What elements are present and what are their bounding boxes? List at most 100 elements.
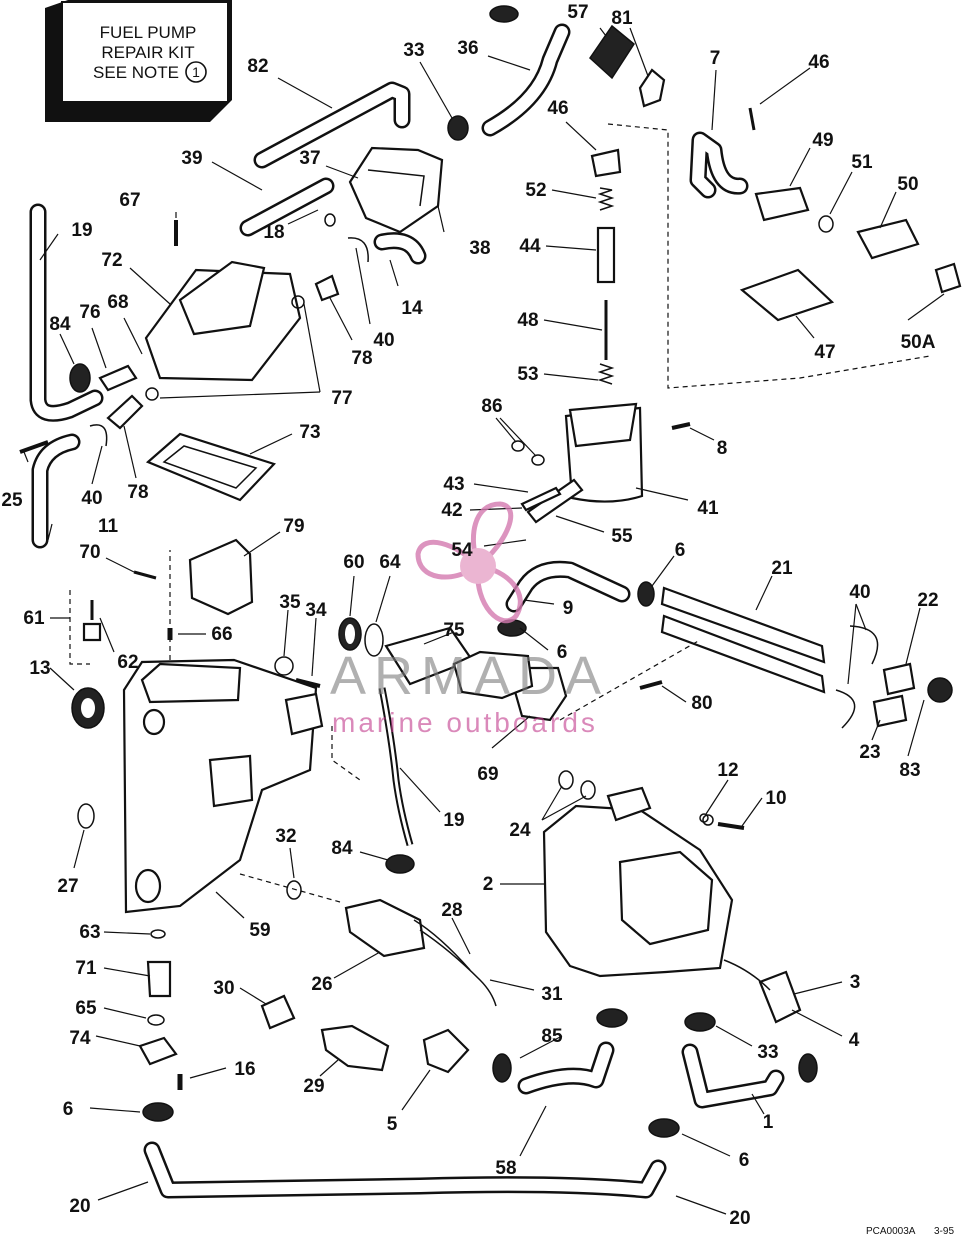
fuel-pump-38 (348, 146, 444, 234)
part-number-label: 12 (717, 760, 738, 781)
part-number-label: 27 (57, 876, 78, 897)
part-number-label: 11 (98, 516, 119, 537)
bracket-79 (188, 538, 254, 616)
part-number-label: 31 (541, 984, 563, 1005)
plate-47 (739, 268, 835, 322)
cap-46 (590, 148, 622, 178)
part-number-label: 72 (101, 250, 122, 271)
part-number-label: 32 (275, 826, 296, 847)
part-number-label: 35 (279, 592, 301, 613)
part-number-label: 19 (71, 220, 92, 241)
part-number-label: 36 (457, 38, 478, 59)
part-number-label: 51 (851, 152, 873, 173)
sender-26 (344, 898, 426, 958)
part-number-label: 4 (849, 1030, 860, 1051)
armada-watermark: ARMADA marine outboards (330, 501, 609, 738)
fitting-50a (934, 262, 962, 294)
part-number-label: 13 (29, 658, 50, 679)
part-number-label: 3 (850, 972, 861, 993)
part-number-label: 66 (211, 624, 232, 645)
part-number-label: 55 (611, 526, 633, 547)
part-number-label: 86 (481, 396, 502, 417)
part-number-label: 65 (75, 998, 97, 1019)
valve-49 (754, 186, 810, 222)
kit-line-3: SEE NOTE (93, 63, 179, 82)
part-number-label: 80 (691, 693, 712, 714)
leader-lines (23, 27, 945, 1215)
part-number-label: 26 (311, 974, 332, 995)
part-number-label: 30 (213, 978, 234, 999)
part-number-label: 39 (181, 148, 202, 169)
part-number-label: 74 (69, 1028, 91, 1049)
tube-21a (660, 586, 826, 664)
part-number-label: 1 (763, 1112, 774, 1133)
spring-53 (597, 363, 615, 385)
part-number-label: 54 (451, 540, 473, 561)
fitting-71 (146, 960, 172, 998)
fitting-78b (314, 274, 340, 302)
plate-74 (138, 1036, 178, 1066)
part-number-label: 28 (441, 900, 462, 921)
part-number-label: 47 (814, 342, 835, 363)
part-number-label: 21 (771, 558, 793, 579)
part-number-label: 10 (765, 788, 786, 809)
part-number-label: 16 (234, 1059, 255, 1080)
clip-30 (260, 994, 296, 1030)
part-number-label: 46 (547, 98, 568, 119)
part-number-label: 84 (49, 314, 71, 335)
parts (19, 5, 962, 1138)
part-number-label: 42 (441, 500, 462, 521)
part-number-label: 24 (509, 820, 531, 841)
part-number-label: 52 (525, 180, 546, 201)
footer-date: 3-95 (934, 1226, 954, 1237)
part-number-label: 58 (495, 1158, 516, 1179)
part-number-label: 2 (483, 874, 494, 895)
part-number-label: 23 (859, 742, 880, 763)
part-number-label: 59 (249, 920, 270, 941)
note-circle (185, 61, 207, 83)
part-number-label: 85 (541, 1026, 563, 1047)
alignment-lines (169, 123, 931, 903)
filter-sleeve-57 (589, 24, 635, 80)
part-number-label: 75 (443, 620, 465, 641)
part-number-label: 78 (351, 348, 372, 369)
part-number-label: 50A (901, 332, 936, 353)
part-number-label: 68 (107, 292, 128, 313)
note-number: 1 (192, 64, 200, 80)
hose-clamps (69, 5, 953, 1138)
part-number-label: 19 (443, 810, 464, 831)
spring-52 (597, 187, 615, 211)
part-number-label: 34 (305, 600, 327, 621)
footer-code: PCA0003A (866, 1226, 916, 1237)
part-number-label: 40 (849, 582, 870, 603)
part-number-label: 82 (247, 56, 268, 77)
part-number-label: 70 (79, 542, 100, 563)
part-number-label: 76 (79, 302, 100, 323)
watermark-tagline: marine outboards (332, 707, 598, 738)
part-number-label: 61 (23, 608, 45, 629)
watermark-brand: ARMADA (330, 646, 609, 706)
part-number-label: 78 (127, 482, 148, 503)
body-50 (856, 218, 920, 260)
hoses (29, 23, 785, 1199)
tube-21b (660, 614, 826, 694)
part-number-label: 40 (81, 488, 102, 509)
fitting-76 (98, 364, 138, 392)
part-number-label: 38 (469, 238, 490, 259)
kit-line-2: REPAIR KIT (101, 43, 194, 62)
part-number-label: 43 (443, 474, 464, 495)
part-number-label: 67 (119, 190, 140, 211)
part-number-label: 44 (519, 236, 541, 257)
part-number-label: 63 (79, 922, 100, 943)
part-number-label: 14 (401, 298, 423, 319)
part-number-label: 22 (917, 590, 938, 611)
part-number-label: 73 (299, 422, 320, 443)
part-number-label: 8 (717, 438, 728, 459)
propeller-logo (415, 501, 523, 624)
part-number-label: 71 (75, 958, 97, 979)
part-number-label: 46 (808, 52, 829, 73)
part-number-label: 57 (567, 2, 588, 23)
part-number-label: 6 (739, 1150, 750, 1171)
part-number-label: 77 (331, 388, 352, 409)
